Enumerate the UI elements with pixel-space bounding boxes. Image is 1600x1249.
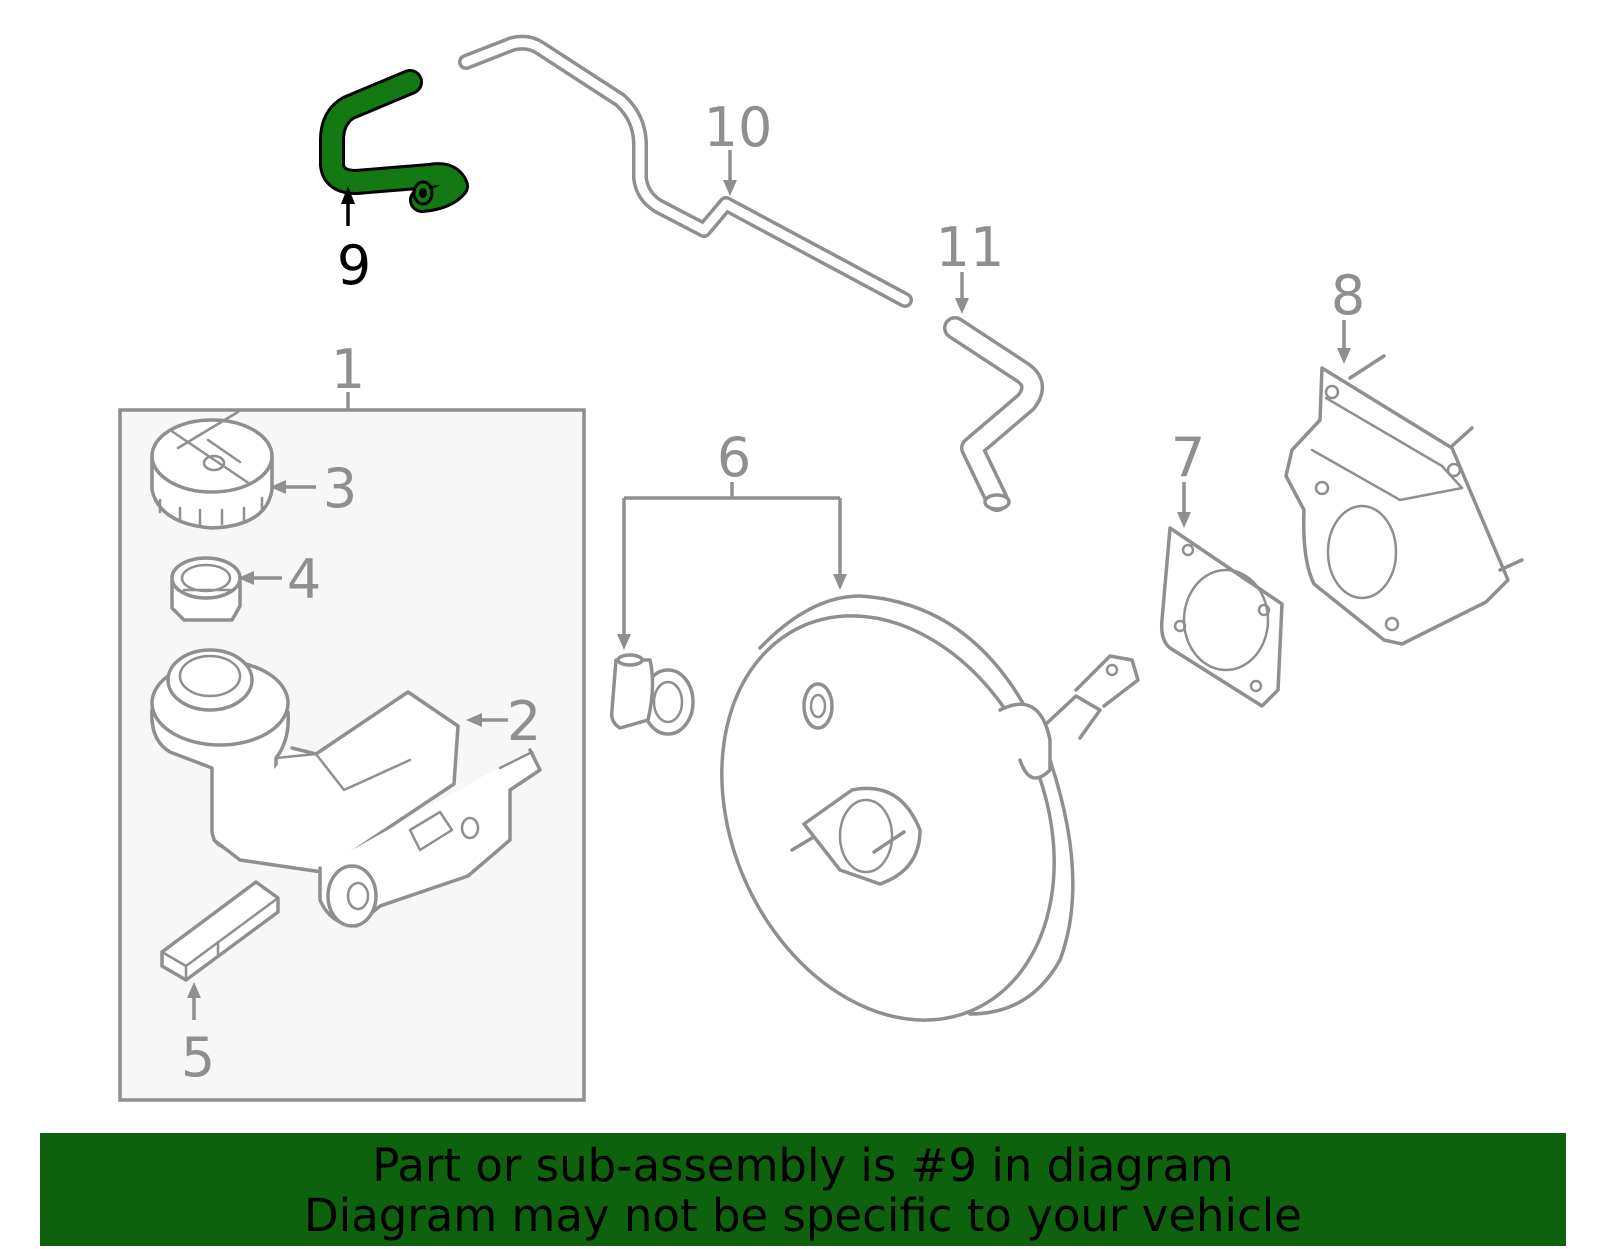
part-9-hose[interactable] [319,69,469,213]
banner-line-1: Part or sub-assembly is #9 in diagram [372,1139,1234,1192]
callout-3: 3 [323,457,357,520]
callout-4: 4 [287,548,321,611]
banner-line-2: Diagram may not be specific to your vehi… [304,1189,1302,1242]
part-5-level-sensor[interactable] [160,880,280,982]
part-4-strainer[interactable] [170,556,242,622]
callout-6: 6 [717,426,751,489]
part-2-master-cylinder[interactable] [150,648,542,928]
callout-9: 9 [337,234,371,297]
part-11-hose[interactable] [943,316,1044,512]
leader-lines [187,150,1351,1020]
callout-10: 10 [704,96,773,159]
part-8-spacer[interactable] [1284,354,1524,646]
callout-1: 1 [331,338,365,401]
part-7-gasket[interactable] [1159,526,1284,708]
callout-2: 2 [507,690,541,753]
callout-8: 8 [1331,264,1365,327]
part-10-vacuum-tube[interactable] [458,34,913,308]
part-6-brake-booster[interactable] [660,563,1140,1074]
part-3-reservoir-cap[interactable] [150,410,274,530]
callout-7: 7 [1171,426,1205,489]
part-6-grommet[interactable] [609,653,695,736]
callout-5: 5 [181,1026,215,1089]
callout-11: 11 [936,216,1005,279]
info-banner: Part or sub-assembly is #9 in diagram Di… [40,1133,1566,1246]
